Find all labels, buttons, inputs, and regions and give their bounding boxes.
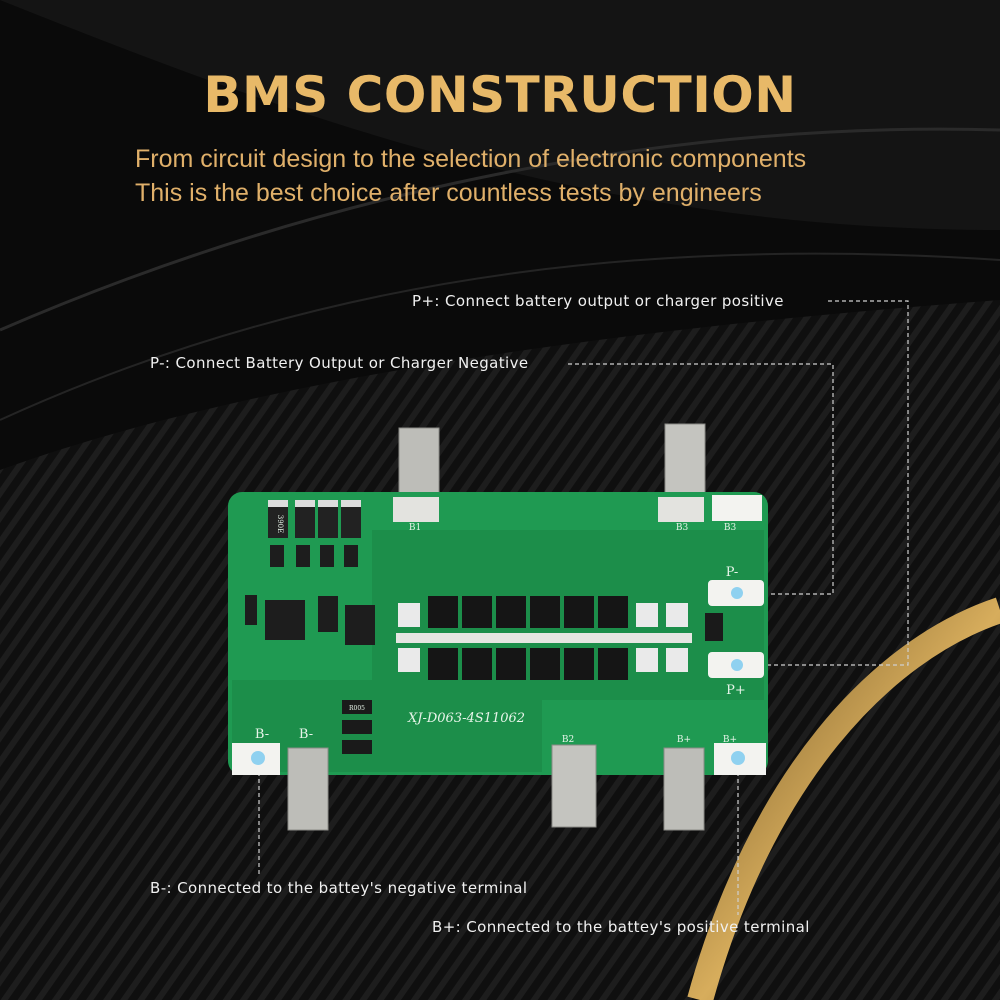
pad-b3-2 [712, 495, 762, 521]
sense-resistors [342, 700, 372, 754]
silk-b-plus: B+ [677, 735, 691, 745]
silk-b2: B2 [562, 735, 574, 745]
silk-b-plus-2: B+ [723, 735, 737, 745]
resistor-code: 390E [276, 515, 284, 533]
silk-p-plus: P+ [726, 683, 746, 698]
current-resistors [268, 500, 361, 538]
silk-b3-2: B3 [724, 523, 737, 533]
strip-b-plus [663, 747, 705, 831]
silk-b3: B3 [676, 523, 689, 533]
pad-b3 [658, 497, 704, 522]
subtitle-line-1: From circuit design to the selection of … [135, 145, 807, 173]
page-title: BMS CONSTRUCTION [203, 66, 797, 124]
center-bar [396, 633, 692, 643]
board-model: XJ-D063-4S11062 [407, 711, 525, 726]
strip-b-minus [287, 747, 329, 831]
strip-b2 [551, 744, 597, 828]
callout-p-plus: P+: Connect battery output or charger po… [412, 292, 784, 310]
callout-p-minus: P-: Connect Battery Output or Charger Ne… [150, 354, 529, 372]
callout-b-plus: B+: Connected to the battey's positive t… [432, 918, 810, 936]
silk-b-minus: B- [255, 727, 269, 742]
callout-leaders [258, 300, 909, 915]
silk-p-minus: P- [726, 565, 738, 580]
callout-b-minus: B-: Connected to the battey's negative t… [150, 879, 528, 897]
silk-b-minus-2: B- [299, 727, 313, 742]
pad-b1 [393, 497, 439, 522]
silk-b1: B1 [409, 523, 421, 533]
subtitle-line-2: This is the best choice after countless … [135, 179, 762, 207]
mosfet-bank [428, 596, 628, 680]
sense-code: R005 [349, 705, 365, 712]
